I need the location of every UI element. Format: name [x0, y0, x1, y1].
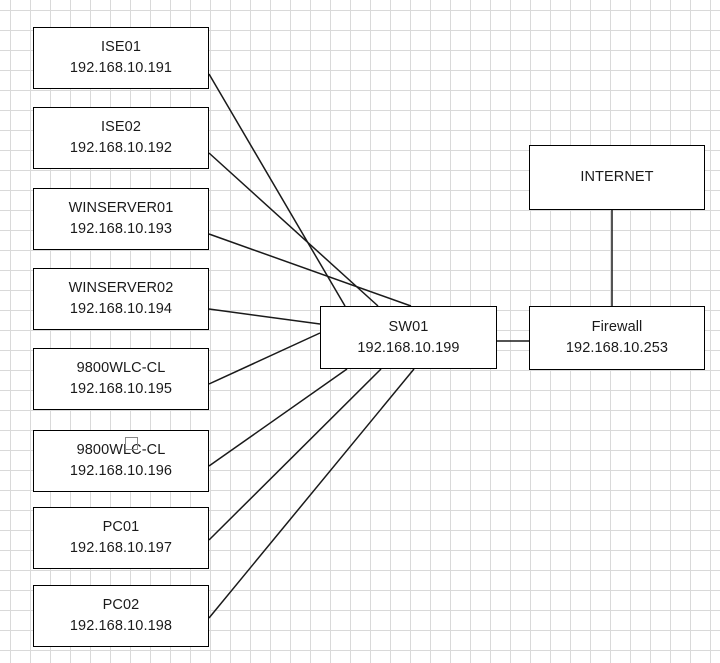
node-winserver02[interactable]: WINSERVER02 192.168.10.194 [33, 268, 209, 330]
node-label-ip: 192.168.10.197 [69, 540, 173, 556]
node-label-ip: 192.168.10.198 [69, 618, 173, 634]
node-label-name: ISE01 [101, 39, 141, 56]
node-label-name: WINSERVER01 [68, 200, 174, 217]
node-wlc02[interactable]: 9800WLC-CL 192.168.10.196 [33, 430, 209, 492]
node-label-ip: 192.168.10.199 [357, 339, 460, 356]
node-wlc01[interactable]: 9800WLC-CL 192.168.10.195 [33, 348, 209, 410]
node-ise01[interactable]: ISE01 192.168.10.191 [33, 27, 209, 89]
node-label-name: Firewall [591, 319, 643, 336]
node-pc02[interactable]: PC02 192.168.10.198 [33, 585, 209, 647]
node-label-ip: 192.168.10.193 [69, 221, 173, 237]
edge-pc02-to-sw01 [208, 368, 415, 619]
node-label-ip: 192.168.10.253 [565, 340, 669, 356]
node-label-name: PC01 [102, 519, 140, 536]
edge-winserver02-to-sw01 [208, 308, 321, 325]
node-pc01[interactable]: PC01 192.168.10.197 [33, 507, 209, 569]
node-label-name: ISE02 [101, 119, 141, 136]
selection-marker[interactable] [125, 437, 138, 450]
node-label-name: WINSERVER02 [68, 280, 174, 297]
node-label-ip: 192.168.10.191 [69, 60, 173, 76]
node-label-name: INTERNET [580, 169, 654, 186]
edge-ise01-to-sw01 [208, 73, 346, 307]
node-label-name: PC02 [102, 597, 140, 614]
node-label-ip: 192.168.10.195 [69, 381, 173, 397]
node-internet[interactable]: INTERNET [529, 145, 705, 210]
node-label-name: 9800WLC-CL [76, 442, 166, 459]
node-winserver01[interactable]: WINSERVER01 192.168.10.193 [33, 188, 209, 250]
node-label-ip: 192.168.10.192 [69, 140, 173, 156]
edge-winserver01-to-sw01 [208, 233, 412, 307]
edge-ise02-to-sw01 [208, 152, 379, 307]
node-label-ip: 192.168.10.194 [69, 301, 173, 317]
edge-pc01-to-sw01 [208, 368, 382, 541]
node-firewall[interactable]: Firewall 192.168.10.253 [529, 306, 705, 370]
node-ise02[interactable]: ISE02 192.168.10.192 [33, 107, 209, 169]
node-sw01[interactable]: SW01 192.168.10.199 [320, 306, 497, 369]
edge-wlc02-to-sw01 [208, 368, 348, 467]
node-label-name: SW01 [388, 318, 429, 335]
node-label-name: 9800WLC-CL [76, 360, 166, 377]
edge-wlc01-to-sw01 [208, 332, 321, 385]
node-label-ip: 192.168.10.196 [69, 463, 173, 479]
